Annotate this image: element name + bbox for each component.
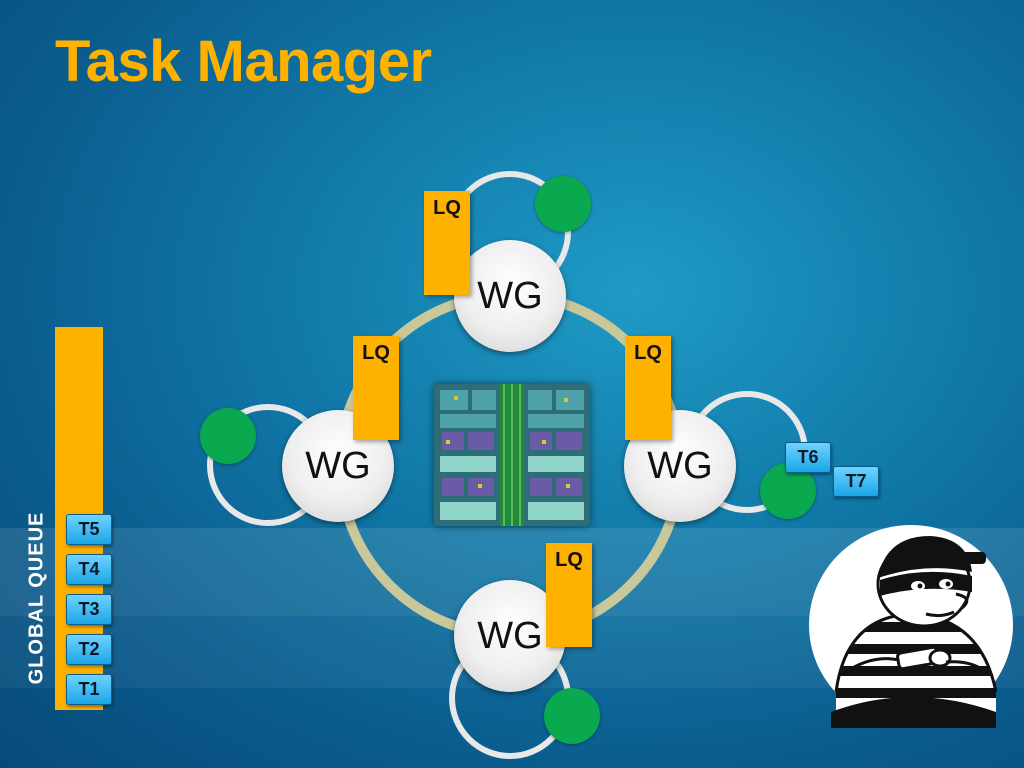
local-queue-label: LQ [555, 549, 583, 571]
page-title: Task Manager [55, 29, 432, 94]
processor-die-icon [434, 384, 590, 526]
stolen-task-item: T7 [833, 466, 879, 497]
local-queue-bottom: LQ [546, 543, 592, 647]
worker-dot-icon-top [535, 176, 591, 232]
global-task-item: T2 [66, 634, 112, 665]
worker-dot-icon-bottom [544, 688, 600, 744]
global-task-item: T4 [66, 554, 112, 585]
local-queue-right: LQ [625, 336, 671, 440]
worker-dot-icon-left [200, 408, 256, 464]
local-queue-left: LQ [353, 336, 399, 440]
work-group-top: WG [454, 240, 566, 352]
local-queue-label: LQ [362, 342, 390, 364]
global-queue-label: GLOBAL QUEUE [25, 511, 48, 685]
thief-icon [806, 522, 1016, 728]
stolen-task-item: T6 [785, 442, 831, 473]
global-task-item: T3 [66, 594, 112, 625]
global-task-item: T1 [66, 674, 112, 705]
local-queue-top: LQ [424, 191, 470, 295]
global-task-item: T5 [66, 514, 112, 545]
local-queue-label: LQ [433, 197, 461, 219]
local-queue-label: LQ [634, 342, 662, 364]
